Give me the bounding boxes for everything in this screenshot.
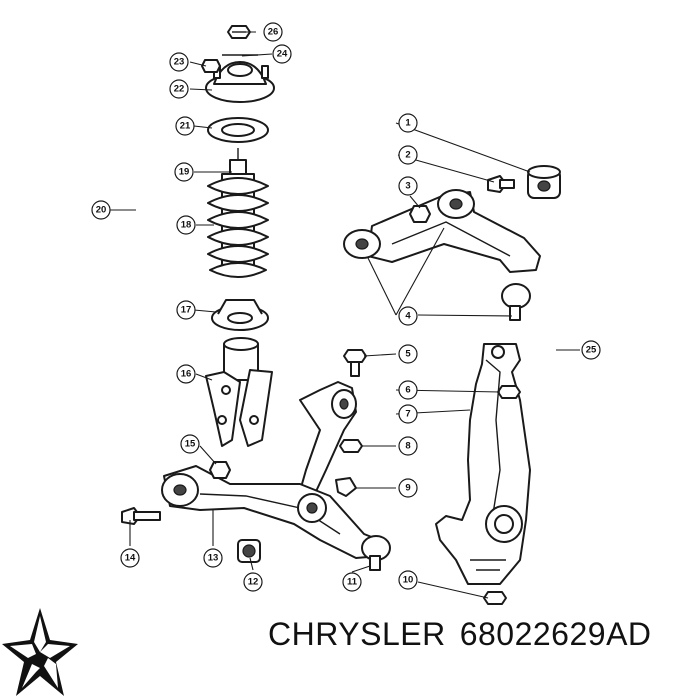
brand-name: CHRYSLER [268, 616, 446, 652]
tension-strut [297, 381, 357, 501]
bolt-5 [343, 349, 367, 377]
svg-text:14: 14 [125, 553, 136, 564]
callout-18: 18 [176, 215, 196, 235]
svg-text:13: 13 [208, 553, 219, 564]
svg-text:5: 5 [405, 349, 411, 360]
callout-23: 23 [169, 52, 189, 72]
callout-9: 9 [398, 478, 418, 498]
knuckle-nut [497, 385, 521, 399]
svg-text:20: 20 [96, 205, 107, 216]
svg-text:19: 19 [179, 167, 190, 178]
svg-text:12: 12 [248, 577, 259, 588]
nut-8 [339, 439, 363, 453]
coil-spring-and-damper [207, 148, 269, 278]
ball-joint-upper [501, 283, 531, 321]
upper-bolt [487, 175, 515, 193]
svg-text:10: 10 [403, 575, 414, 586]
pentastar-logo-icon [2, 608, 78, 696]
callout-20: 20 [91, 200, 111, 220]
callout-6: 6 [398, 380, 418, 400]
part-caption: CHRYSLER 68022629AD [268, 616, 666, 653]
callout-26: 26 [263, 22, 283, 42]
knuckle-bottom-nut [483, 591, 507, 605]
callout-1: 1 [398, 113, 418, 133]
ball-joint-lower [361, 535, 391, 571]
svg-text:11: 11 [347, 577, 358, 588]
callout-24: 24 [272, 44, 292, 64]
bracket-9 [335, 477, 357, 497]
svg-text:7: 7 [405, 409, 410, 420]
svg-text:21: 21 [180, 121, 191, 132]
svg-text:1: 1 [405, 118, 411, 129]
svg-text:23: 23 [174, 57, 185, 68]
svg-text:6: 6 [405, 385, 410, 396]
callout-25: 25 [581, 340, 601, 360]
callout-8: 8 [398, 436, 418, 456]
lower-bushing [237, 539, 261, 563]
svg-text:26: 26 [268, 27, 279, 38]
callout-22: 22 [169, 79, 189, 99]
callout-7: 7 [398, 404, 418, 424]
part-number: 68022629AD [459, 616, 652, 652]
svg-text:4: 4 [405, 311, 411, 322]
callout-10: 10 [398, 570, 418, 590]
callout-11: 11 [342, 572, 362, 592]
bearing [207, 117, 269, 143]
callout-4: 4 [398, 306, 418, 326]
svg-text:24: 24 [277, 49, 288, 60]
strut-lower-bracket [205, 337, 273, 447]
callout-17: 17 [176, 300, 196, 320]
svg-text:2: 2 [405, 150, 410, 161]
svg-text:9: 9 [405, 483, 410, 494]
callout-12: 12 [243, 572, 263, 592]
lower-nut [209, 461, 231, 479]
callout-2: 2 [398, 145, 418, 165]
callout-5: 5 [398, 344, 418, 364]
callout-3: 3 [398, 176, 418, 196]
svg-text:22: 22 [174, 84, 185, 95]
callout-13: 13 [203, 548, 223, 568]
callout-19: 19 [174, 162, 194, 182]
upper-nut [409, 205, 431, 223]
callout-15: 15 [180, 434, 200, 454]
upper-bushing [527, 165, 561, 199]
callout-14: 14 [120, 548, 140, 568]
callout-16: 16 [176, 364, 196, 384]
svg-text:3: 3 [405, 181, 410, 192]
callout-21: 21 [175, 116, 195, 136]
steering-knuckle [435, 343, 531, 585]
mount-nut [201, 59, 221, 73]
svg-text:18: 18 [181, 220, 192, 231]
lower-bolt [121, 507, 161, 525]
svg-text:17: 17 [181, 305, 192, 316]
svg-text:25: 25 [586, 345, 597, 356]
leader-lines [110, 31, 580, 599]
svg-text:8: 8 [405, 441, 410, 452]
svg-text:15: 15 [185, 439, 196, 450]
svg-text:16: 16 [181, 369, 192, 380]
spring-isolator [211, 299, 269, 331]
